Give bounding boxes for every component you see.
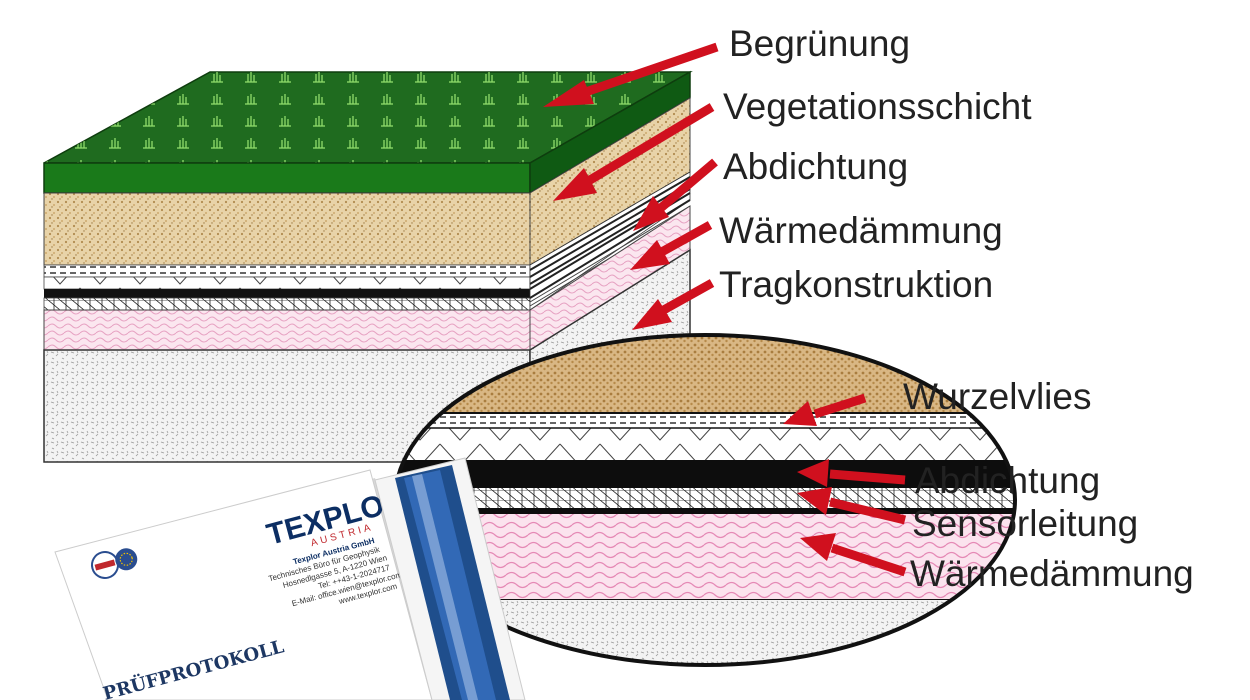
seal-front [44,289,530,298]
arrow-waermedaemmung-detail [800,533,907,577]
label-waermedaemmung-detail: Wärmedämmung [910,553,1194,594]
label-sensorleitung: Sensorleitung [912,503,1139,544]
arrow-vegetationsschicht [553,103,715,201]
arrow-waermedaemmung-top [630,221,713,270]
arrow-abdichtung-detail [797,459,906,487]
detail-insulation [395,514,1015,600]
label-abdichtung-detail: Abdichtung [915,460,1101,501]
arrow-tragkonstruktion [632,279,715,330]
arrow-begruenung [543,42,719,107]
label-tragkonstruktion: Tragkonstruktion [719,264,994,305]
report-document: TEXPLOR AUSTRIA Texplor Austria GmbH Tec… [54,457,526,700]
arrow-sensorleitung [797,487,907,525]
grass-front [43,162,531,194]
label-waermedaemmung-top: Wärmedämmung [719,210,1003,251]
arrow-abdichtung-top [633,158,718,231]
soil-front [43,192,531,266]
label-begruenung: Begrünung [729,23,911,64]
detail-seal [395,460,1015,488]
report-page [54,469,433,700]
insulation-front [43,309,531,351]
label-vegetationsschicht: Vegetationsschicht [723,86,1032,127]
detail-magnifier [393,333,1017,667]
arrows [543,42,907,577]
arrow-wurzelvlies [783,393,867,426]
label-abdichtung-top: Abdichtung [723,146,909,187]
label-wurzelvlies: Wurzelvlies [903,376,1092,417]
